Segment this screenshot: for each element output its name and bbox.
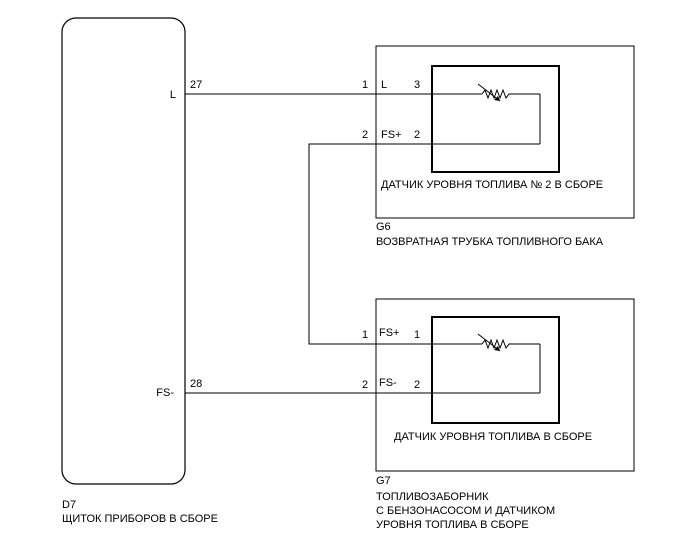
g7-name-line2: С БЕНЗОНАСОСОМ И ДАТЧИКОМ [376,505,555,517]
cluster-pin-27-number: 27 [190,79,202,91]
g6-sender-name: ДАТЧИК УРОВНЯ ТОПЛИВА № 2 В СБОРЕ [381,179,603,191]
g7-sender-pin-a: 1 [414,329,420,341]
g7-pin2-label: FS- [379,377,397,389]
g6-pin2-number: 2 [362,129,368,141]
g7-sender-name: ДАТЧИК УРОВНЯ ТОПЛИВА В СБОРЕ [394,431,592,443]
g7-pin1-label: FS+ [379,327,399,339]
g7-sender-pin-b: 2 [414,379,420,391]
g7-component-box [375,298,635,472]
instrument-cluster-box [61,17,186,485]
g6-component-box [375,45,635,219]
g6-pin1-number: 1 [362,79,368,91]
wire-fsplus [308,143,432,345]
g7-pin2-number: 2 [362,379,368,391]
g7-sender-box [431,316,560,424]
g6-connector-id: G6 [376,221,391,233]
g6-sender-pin-b: 2 [414,129,420,141]
g6-sender-pin-a: 3 [414,79,420,91]
cluster-pin-fsminus-label: FS- [156,387,174,399]
g6-pin1-label: L [381,79,387,91]
g7-connector-id: G7 [376,475,391,487]
cluster-connector-id: D7 [62,499,76,511]
cluster-pin-l-label: L [170,89,176,101]
cluster-pin-28-number: 28 [190,378,202,390]
g7-name-line3: УРОВНЯ ТОПЛИВА В СБОРЕ [376,519,529,531]
g7-pin1-number: 1 [362,329,368,341]
g6-sender-box [431,65,560,173]
g6-pin2-label: FS+ [381,129,401,141]
g7-variable-resistor-icon [477,333,512,352]
g6-variable-resistor-icon [477,83,512,102]
cluster-name: ЩИТОК ПРИБОРОВ В СБОРЕ [62,513,218,525]
g6-name: ВОЗВРАТНАЯ ТРУБКА ТОПЛИВНОГО БАКА [376,236,604,248]
g7-name-line1: ТОПЛИВОЗАБОРНИК [376,491,489,503]
